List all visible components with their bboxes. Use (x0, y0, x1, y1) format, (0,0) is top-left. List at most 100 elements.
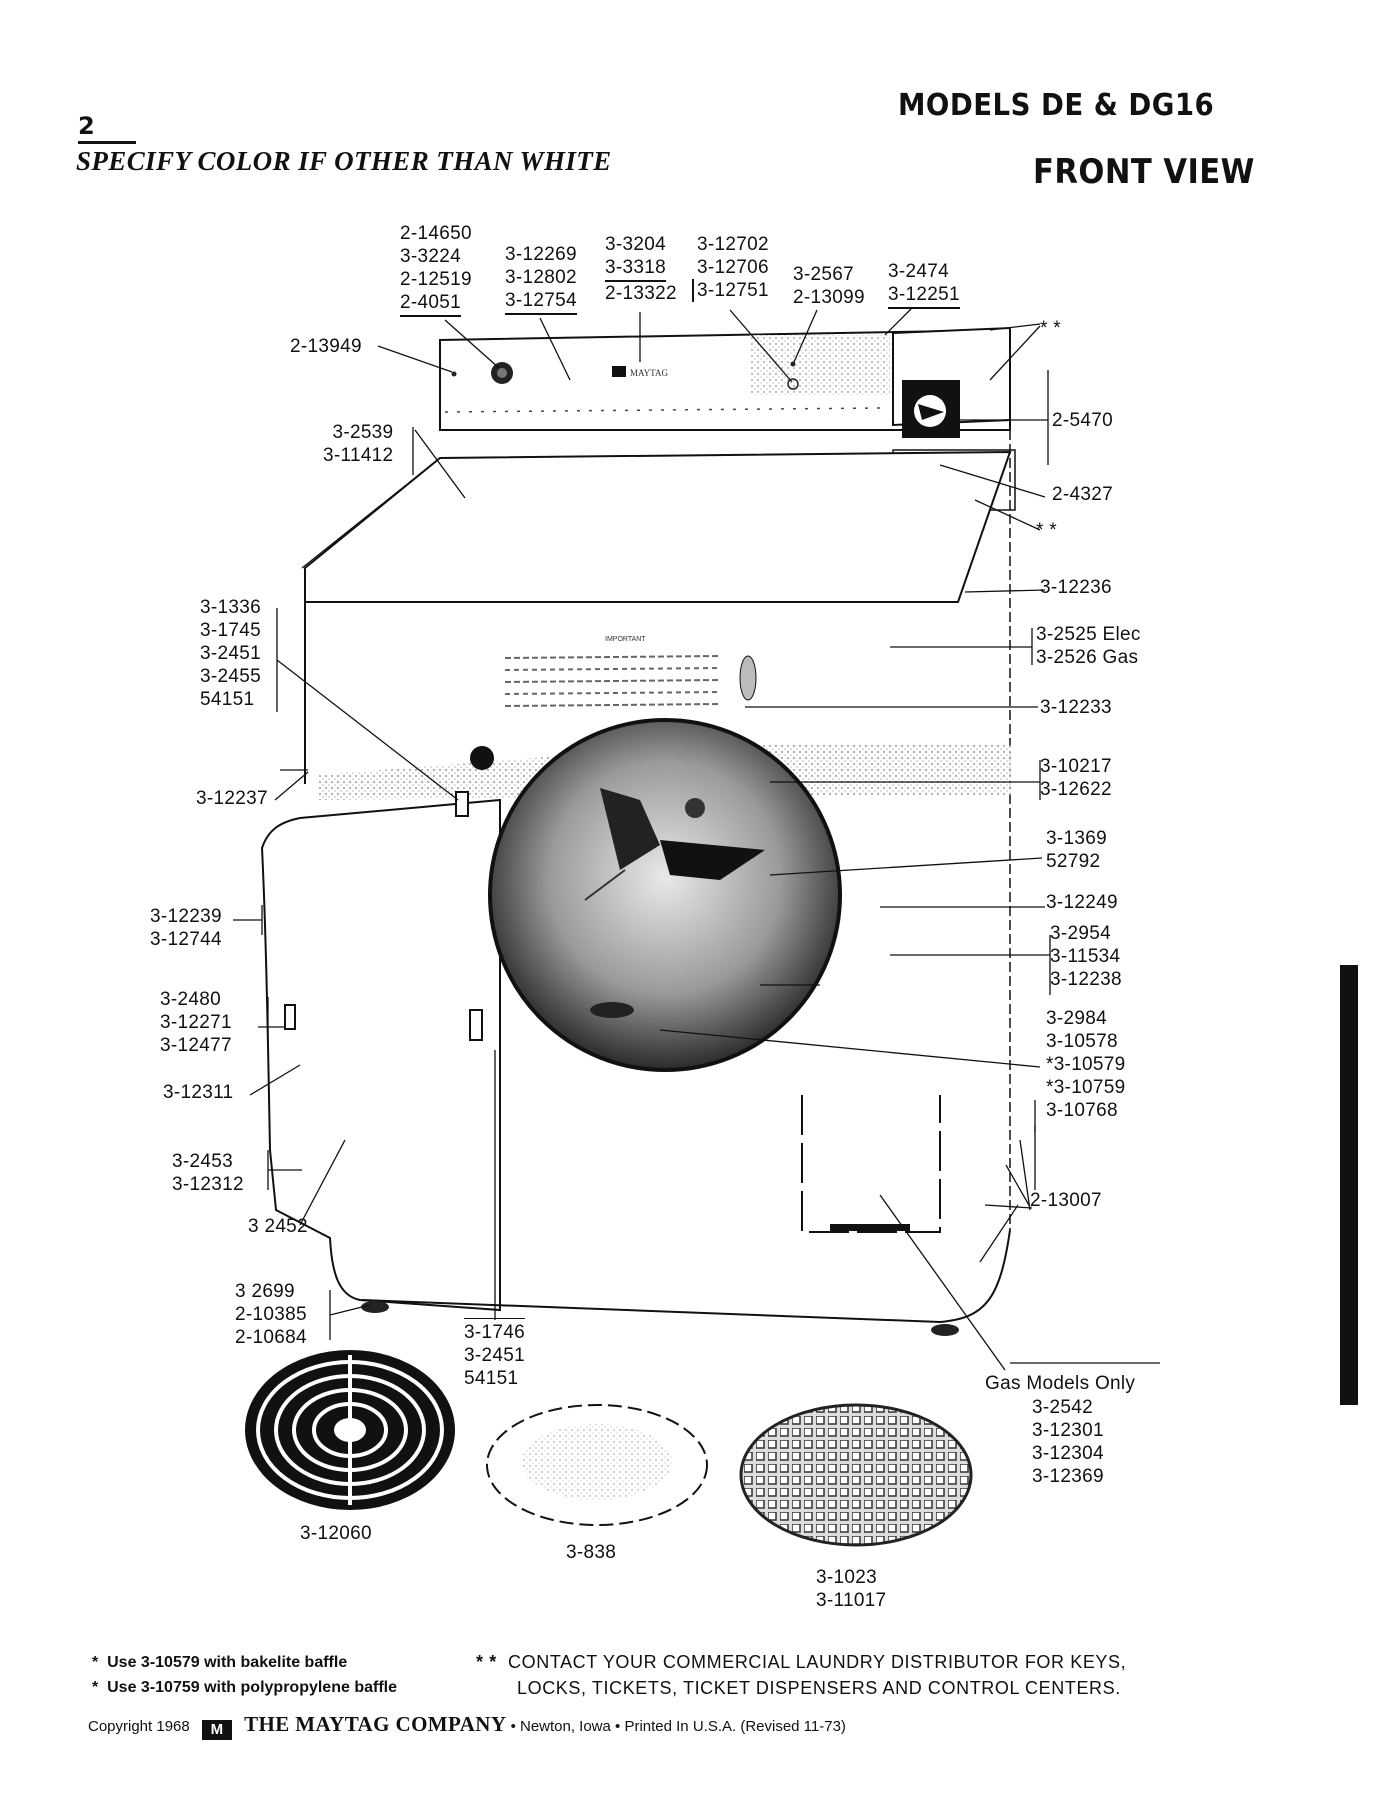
page-number: 2 (78, 112, 95, 140)
label-group-left-f: 3-2480 3-12271 3-12477 (160, 988, 232, 1057)
part-number: 3-1336 (200, 597, 261, 618)
part-number: 3-3318 (605, 256, 666, 282)
label-group-left-e: 3-12239 3-12744 (150, 905, 222, 951)
label-group-top-6: 3-2474 3-12251 (888, 260, 960, 309)
company-name: THE MAYTAG COMPANY (244, 1712, 507, 1736)
part-number: 3-2480 (160, 989, 221, 1010)
part-number: 3-12622 (1040, 779, 1112, 800)
key-note-marker: * * (1036, 520, 1057, 541)
service-door (801, 1095, 941, 1233)
part-number: 3-12802 (505, 267, 577, 288)
part-number: 2-13007 (1030, 1190, 1102, 1211)
rear-grille-part (245, 1350, 455, 1510)
label-group-top-3: 3-3204 3-3318 2-13322 (605, 233, 677, 305)
part-number: 3-838 (566, 1542, 617, 1563)
part-number: 2-13949 (290, 336, 362, 357)
part-number: 3 2699 (235, 1281, 295, 1302)
part-number: 3-12271 (160, 1012, 232, 1033)
instruction-plate-heading: IMPORTANT (605, 636, 646, 643)
label-group-gas-models: 3-2542 3-12301 3-12304 3-12369 (1032, 1396, 1104, 1488)
panel-brand-text: MAYTAG (630, 368, 668, 378)
baffle-disc-part (486, 1404, 708, 1526)
label-group-top-5: 3-2567 2-13099 (793, 263, 865, 309)
part-number: 52792 (1046, 851, 1101, 872)
page-number-underline (78, 141, 136, 144)
part-number: 3-2542 (1032, 1397, 1093, 1418)
label-group-right-g: 3-1369 52792 (1046, 827, 1107, 873)
footnote-bakelite: * Use 3-10579 with bakelite baffle (92, 1654, 347, 1672)
part-number: 2-10684 (235, 1327, 307, 1348)
control-panel: MAYTAG (439, 328, 1011, 431)
part-number: 3-12301 (1032, 1420, 1104, 1441)
part-number: 2-14650 (400, 223, 472, 244)
part-number: 2-13322 (605, 283, 677, 304)
screen-disc-part (739, 1403, 973, 1547)
label-group-right-f: 3-10217 3-12622 (1040, 755, 1112, 801)
part-number: 3-12702 (697, 234, 769, 255)
cabinet (260, 430, 1012, 1336)
part-number: 3-2451 (464, 1345, 525, 1366)
label-group-left-h: 3-2453 3-12312 (172, 1150, 244, 1196)
view-title: FRONT VIEW (1033, 152, 1255, 192)
footnote-marker: * (92, 1679, 99, 1696)
label-group-top-2: 3-12269 3-12802 3-12754 (505, 243, 577, 315)
label-group-right-i: 3-2954 3-11534 3-12238 (1050, 922, 1122, 991)
door-knob (470, 746, 494, 770)
distributor-notice-line-1: * * CONTACT YOUR COMMERCIAL LAUNDRY DIST… (476, 1652, 1126, 1673)
part-number: 3-3224 (400, 246, 461, 267)
part-number: 2-10385 (235, 1304, 307, 1325)
part-number: 3-12238 (1050, 969, 1122, 990)
label-group-top-4: 3-12702 3-12706 3-12751 (692, 233, 769, 302)
part-number: 3-2525 Elec (1036, 624, 1141, 645)
part-number: 3-12233 (1040, 697, 1112, 718)
part-number: 3-2474 (888, 261, 949, 282)
part-number: 3-1023 (816, 1567, 877, 1588)
part-number: *3-10759 (1046, 1077, 1126, 1098)
part-number: 2-12519 (400, 269, 472, 290)
part-number: 3-2526 Gas (1036, 647, 1139, 668)
part-number: 3-1746 (464, 1322, 525, 1343)
part-number: 3-12060 (300, 1523, 372, 1544)
distributor-notice-line-2: LOCKS, TICKETS, TICKET DISPENSERS AND CO… (517, 1678, 1121, 1698)
footnote-text: Use 3-10759 with polypropylene baffle (107, 1679, 397, 1696)
part-number: 3-10217 (1040, 756, 1112, 777)
part-number: 54151 (464, 1368, 519, 1389)
copyright-text: Copyright 1968 (88, 1718, 190, 1735)
part-number: 3-12304 (1032, 1443, 1104, 1464)
part-number: 3-12311 (163, 1082, 234, 1103)
part-number: 3-2984 (1046, 1008, 1107, 1029)
notice-text: CONTACT YOUR COMMERCIAL LAUNDRY DISTRIBU… (508, 1652, 1127, 1672)
part-number: 3-12237 (196, 788, 268, 809)
part-number: 3-2954 (1050, 923, 1111, 944)
leader-lines (233, 307, 1160, 1371)
label-group-bottom-c: 3-1023 3-11017 (816, 1566, 886, 1612)
part-number: 3-1745 (200, 620, 261, 641)
footnote-polypropylene: * Use 3-10759 with polypropylene baffle (92, 1679, 397, 1697)
part-number: 3-10578 (1046, 1031, 1118, 1052)
part-number: 3-12754 (505, 289, 577, 315)
company-location: • Newton, Iowa • Printed In U.S.A. (Revi… (510, 1718, 846, 1735)
footnote-text: Use 3-10579 with bakelite baffle (107, 1654, 348, 1671)
part-number: 2-4327 (1052, 484, 1113, 505)
part-number: 54151 (200, 689, 255, 710)
part-number: 3 2452 (248, 1216, 308, 1237)
part-number: *3-10579 (1046, 1054, 1126, 1075)
part-number: 3-2453 (172, 1151, 233, 1172)
footnote-marker: * (92, 1654, 99, 1671)
footnote-marker: * * (476, 1652, 497, 1672)
part-number: 3-12744 (150, 929, 222, 950)
part-number: 3-3204 (605, 234, 666, 255)
maytag-logo-icon: M (201, 1720, 232, 1740)
label-group-left-b: 3-2539 3-11412 (323, 421, 393, 467)
part-number: 2-4051 (400, 291, 461, 317)
label-group-right-d: 3-2525 Elec 3-2526 Gas (1036, 623, 1141, 669)
part-number: 3-11017 (816, 1590, 887, 1611)
part-number: 3-11412 (323, 445, 394, 466)
part-number: 3-12751 (692, 279, 769, 302)
drum-opening (488, 718, 842, 1072)
part-number: 2-13099 (793, 287, 865, 308)
part-number: 3-2451 (200, 643, 261, 664)
part-number: 3-12312 (172, 1174, 244, 1195)
part-number: 3-12249 (1046, 892, 1118, 913)
